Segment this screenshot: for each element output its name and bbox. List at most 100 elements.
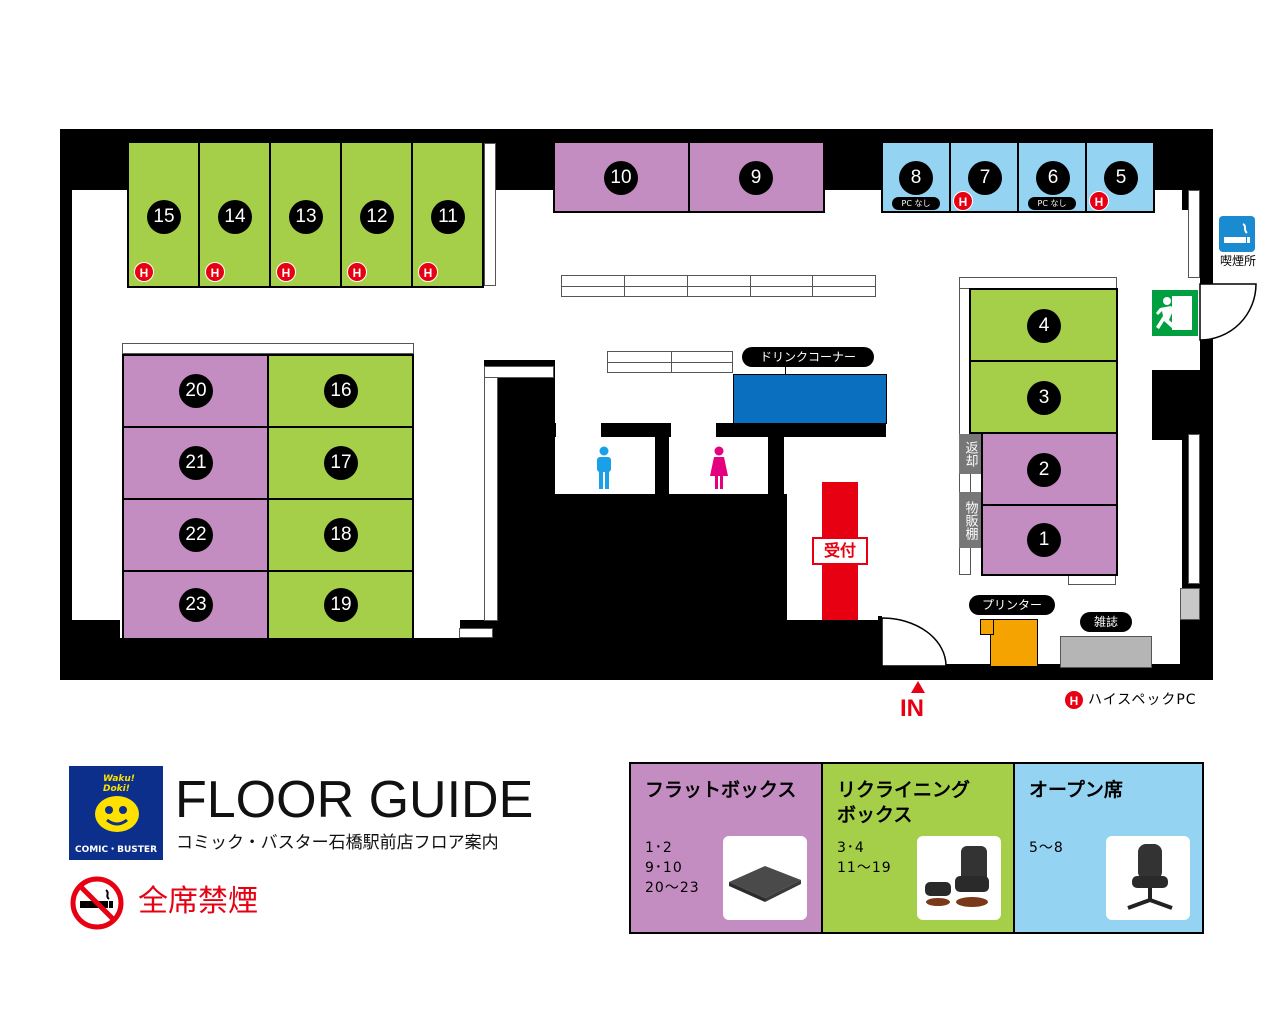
logo-character-icon bbox=[95, 796, 139, 832]
entrance-arrow-icon bbox=[911, 681, 925, 693]
booth-number-4: 4 bbox=[1027, 309, 1061, 343]
legend-title: フラットボックス bbox=[645, 779, 797, 801]
booth-16[interactable]: 16 bbox=[267, 354, 414, 428]
booth-number-16: 16 bbox=[324, 374, 358, 408]
booth-15[interactable]: 15 H bbox=[127, 141, 200, 288]
smoking-area-label: 喫煙所 bbox=[1219, 254, 1256, 268]
booth-13[interactable]: 13 H bbox=[269, 141, 342, 288]
right-wall-block bbox=[1154, 378, 1200, 434]
printer[interactable] bbox=[990, 619, 1038, 667]
toilet-divider-right bbox=[768, 430, 784, 494]
center-wall-lower bbox=[497, 494, 787, 680]
reception-label: 受付 bbox=[812, 537, 868, 565]
booth-number-22: 22 bbox=[179, 518, 213, 552]
booth-4[interactable]: 4 bbox=[969, 288, 1118, 362]
high-spec-marker: H bbox=[1089, 191, 1109, 211]
legend-seats: 3･4 11～19 bbox=[837, 840, 892, 876]
toilet-top-wall-3 bbox=[540, 423, 556, 437]
return-shelf: 返却 bbox=[959, 434, 981, 474]
booth-21[interactable]: 21 bbox=[122, 426, 269, 500]
booth-1[interactable]: 1 bbox=[981, 504, 1118, 576]
legend-reclining-box: リクライニング ボックス 3･4 11～19 bbox=[821, 762, 1015, 934]
booth-18[interactable]: 18 bbox=[267, 498, 414, 572]
high-spec-marker: H bbox=[347, 262, 367, 282]
booth-number-18: 18 bbox=[324, 518, 358, 552]
smoking-area-icon bbox=[1219, 216, 1255, 252]
drink-corner-label: ドリンクコーナー bbox=[742, 347, 874, 367]
toilet-divider bbox=[655, 430, 669, 494]
legend-seats: 5～8 bbox=[1029, 840, 1064, 856]
booth-number-17: 17 bbox=[324, 446, 358, 480]
booth-number-23: 23 bbox=[179, 588, 213, 622]
logo-tagline: Waku! Doki! bbox=[103, 774, 139, 794]
toilet-top-wall-1 bbox=[601, 423, 671, 437]
booth-number-5: 5 bbox=[1104, 161, 1138, 195]
booth-number-21: 21 bbox=[179, 446, 213, 480]
office-chair-photo-icon bbox=[1106, 836, 1190, 920]
entrance-label: IN bbox=[900, 695, 924, 722]
pc-none-label: PC なし bbox=[892, 197, 940, 210]
booth-19[interactable]: 19 bbox=[267, 570, 414, 640]
booth-number-9: 9 bbox=[739, 161, 773, 195]
booth-number-1: 1 bbox=[1027, 523, 1061, 557]
booth-2[interactable]: 2 bbox=[981, 432, 1118, 506]
booth-11[interactable]: 11 H bbox=[411, 141, 484, 288]
printer-label: プリンター bbox=[969, 595, 1055, 615]
seat-8[interactable]: 8 PC なし bbox=[881, 141, 951, 213]
entrance-door-icon bbox=[878, 616, 947, 668]
booth-number-12: 12 bbox=[360, 200, 394, 234]
female-toilet-icon bbox=[710, 446, 728, 489]
legend-seats: 1･2 9･10 20～23 bbox=[645, 840, 700, 896]
seat-5[interactable]: 5 H bbox=[1085, 141, 1155, 213]
booth-10[interactable]: 10 bbox=[553, 141, 690, 213]
floor-plan: 15 H 14 H 13 H 12 H 11 H 10 9 8 PC なし 7 … bbox=[60, 129, 1257, 722]
drink-corner[interactable] bbox=[733, 374, 887, 424]
male-toilet-icon bbox=[597, 446, 611, 489]
shelf-drink-row bbox=[607, 351, 733, 373]
high-spec-marker: H bbox=[276, 262, 296, 282]
booth-number-11: 11 bbox=[431, 200, 465, 234]
booth-number-7: 7 bbox=[968, 161, 1002, 195]
seat-7[interactable]: 7 H bbox=[949, 141, 1019, 213]
seat-6[interactable]: 6 PC なし bbox=[1017, 141, 1087, 213]
recliner-chair-photo-icon bbox=[917, 836, 1001, 920]
booth-number-2: 2 bbox=[1027, 453, 1061, 487]
floor-guide-title: FLOOR GUIDE bbox=[175, 771, 534, 829]
booth-number-8: 8 bbox=[899, 161, 933, 195]
logo: Waku! Doki! COMIC・BUSTER bbox=[69, 766, 163, 860]
shelf-top-row bbox=[561, 275, 876, 297]
high-spec-marker: H bbox=[953, 191, 973, 211]
merch-shelf: 物販棚 bbox=[959, 492, 981, 548]
wall-block-grey bbox=[1180, 588, 1200, 620]
no-smoking-label: 全席禁煙 bbox=[138, 884, 258, 919]
booth-12[interactable]: 12 H bbox=[340, 141, 413, 288]
booth-number-6: 6 bbox=[1036, 161, 1070, 195]
booth-14[interactable]: 14 H bbox=[198, 141, 271, 288]
booth-number-3: 3 bbox=[1027, 381, 1061, 415]
shelf-top-left-column bbox=[484, 143, 496, 286]
booth-20[interactable]: 20 bbox=[122, 354, 269, 428]
bottom-right-wall bbox=[945, 664, 1213, 680]
shelf-left-top bbox=[484, 366, 554, 378]
booth-3[interactable]: 3 bbox=[969, 360, 1118, 434]
shelf-left-column bbox=[484, 366, 498, 621]
booth-9[interactable]: 9 bbox=[688, 141, 825, 213]
high-spec-legend-marker: H bbox=[1064, 690, 1084, 710]
booth-17[interactable]: 17 bbox=[267, 426, 414, 500]
emergency-exit-icon bbox=[1152, 290, 1198, 336]
high-spec-marker: H bbox=[418, 262, 438, 282]
legend-title: リクライニング ボックス bbox=[837, 779, 971, 826]
booth-number-10: 10 bbox=[604, 161, 638, 195]
booth-23[interactable]: 23 bbox=[122, 570, 269, 640]
printer-tray bbox=[980, 619, 994, 635]
magazine-rack[interactable] bbox=[1060, 636, 1152, 668]
booth-number-19: 19 bbox=[324, 588, 358, 622]
shelf-left-bottom bbox=[459, 628, 493, 638]
booth-22[interactable]: 22 bbox=[122, 498, 269, 572]
pc-none-label: PC なし bbox=[1028, 197, 1076, 210]
booth-number-13: 13 bbox=[289, 200, 323, 234]
logo-brand: COMIC・BUSTER bbox=[74, 845, 158, 855]
shelf-right-bottom bbox=[1068, 575, 1116, 585]
shelf-far-right-column-2 bbox=[1188, 434, 1200, 584]
booth-number-14: 14 bbox=[218, 200, 252, 234]
